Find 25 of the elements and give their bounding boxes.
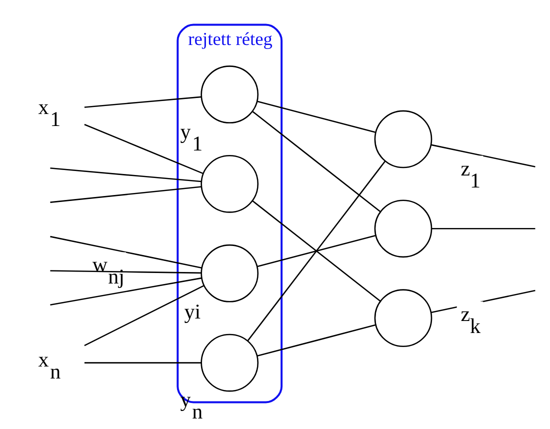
node-circle	[200, 334, 259, 392]
connector	[252, 200, 381, 302]
connector	[50, 168, 202, 182]
connector	[257, 100, 376, 133]
connector	[50, 186, 202, 203]
connector	[432, 228, 536, 230]
connector	[257, 324, 376, 357]
connector	[247, 160, 386, 342]
connector	[257, 234, 376, 268]
node-circle	[374, 289, 432, 347]
connector	[50, 236, 202, 268]
connector	[430, 144, 536, 168]
connector	[252, 110, 381, 212]
connector	[84, 362, 202, 364]
connector	[84, 124, 204, 174]
node-circle	[200, 244, 259, 302]
connector	[50, 277, 202, 306]
node-circle	[200, 154, 259, 213]
node-circle	[374, 110, 432, 168]
node-circle	[374, 200, 432, 258]
node-circle	[200, 66, 259, 124]
node-label: yi	[184, 299, 201, 324]
connector	[50, 270, 202, 274]
connector	[84, 285, 204, 346]
connector	[84, 96, 202, 108]
